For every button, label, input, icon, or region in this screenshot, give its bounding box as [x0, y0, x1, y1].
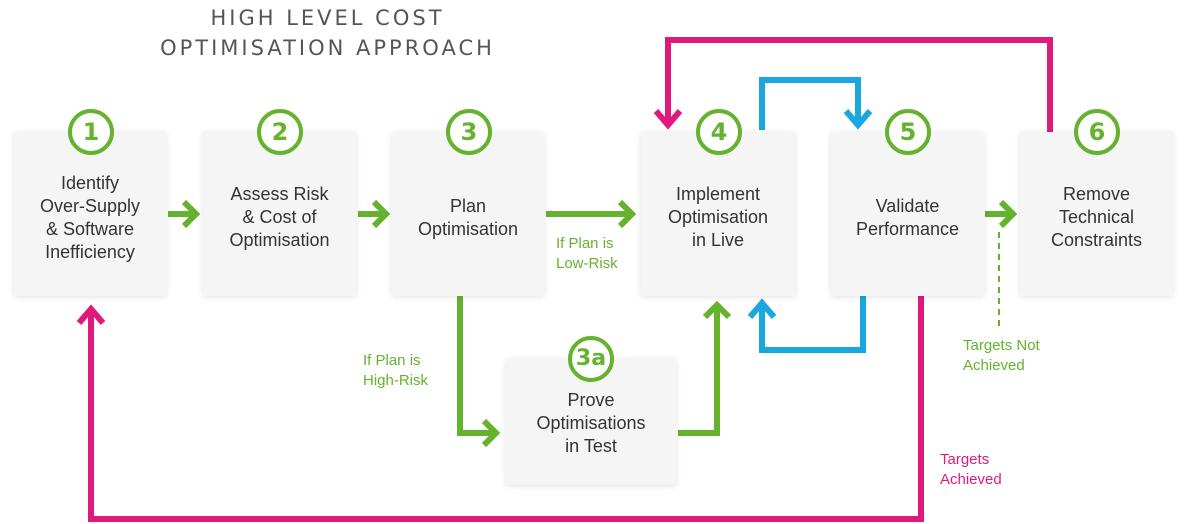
- step-3a-label: Prove Optimisations in Test: [536, 390, 646, 456]
- step-2-label: Assess Risk & Cost of Optimisation: [229, 184, 330, 250]
- step-5-badge: 5: [885, 109, 931, 155]
- high-risk-note: If Plan is High-Risk: [363, 352, 429, 389]
- validate-to-implement-arrow: [759, 296, 866, 353]
- step-3-badge: 3: [446, 109, 492, 155]
- step-6-label: Remove Technical Constraints: [1050, 184, 1143, 250]
- targets-not-achieved-note: Targets Not Achieved: [963, 337, 1040, 374]
- title-line-2: OPTIMISATION APPROACH: [160, 36, 495, 60]
- step-1-label: Identify Over-Supply & Software Ineffici…: [39, 173, 141, 262]
- step-1-badge: 1: [68, 109, 114, 155]
- step-6-badge: 6: [1074, 109, 1120, 155]
- step-5-label: Validate Performance: [855, 196, 960, 239]
- targets-achieved-note: Targets Achieved: [940, 451, 1002, 488]
- step3a-to-step4-arrow: [678, 308, 720, 436]
- step-6-box: Remove Technical Constraints: [1020, 132, 1173, 296]
- title-line-1: HIGH LEVEL COST: [210, 6, 445, 30]
- step-4-label: Implement Optimisation in Live: [667, 184, 769, 250]
- feedback-6-to-4-arrow: [665, 37, 1053, 133]
- targets-achieved-loop-arrow: [88, 293, 924, 522]
- step-4-box: Implement Optimisation in Live: [641, 132, 795, 296]
- high-risk-to-step3a-arrow: [457, 296, 492, 436]
- step-2-badge: 2: [257, 109, 303, 155]
- step-3a-badge: 3a: [568, 336, 614, 382]
- low-risk-note: If Plan is Low-Risk: [556, 235, 618, 272]
- implement-to-validate-arrow: [759, 77, 861, 130]
- step-5-box: Validate Performance: [831, 132, 984, 296]
- step-1-box: Identify Over-Supply & Software Ineffici…: [14, 132, 166, 296]
- step-3-label: Plan Optimisation: [417, 196, 519, 239]
- step-4-badge: 4: [696, 109, 742, 155]
- step-2-box: Assess Risk & Cost of Optimisation: [203, 132, 356, 296]
- step-3-box: Plan Optimisation: [392, 132, 544, 296]
